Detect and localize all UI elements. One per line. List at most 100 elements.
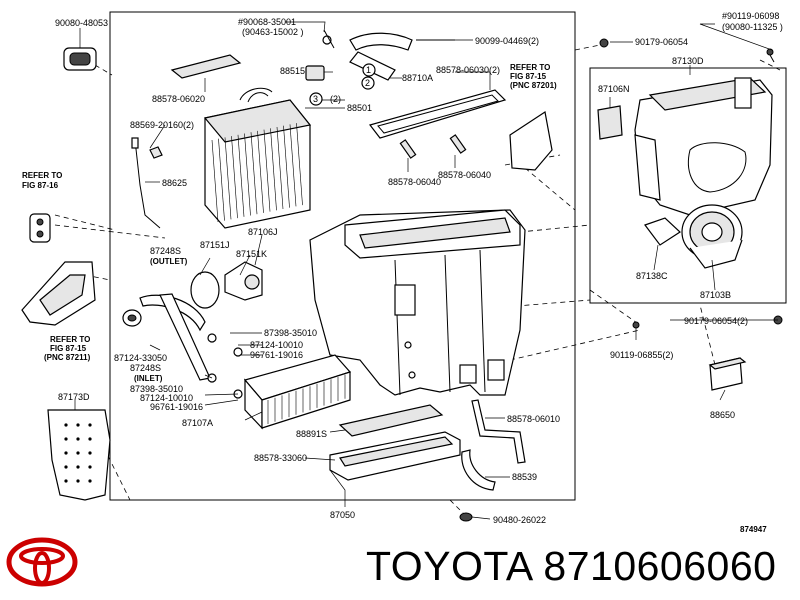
- evaporator-fin: [250, 132, 258, 215]
- main-frame-outline: [109, 11, 576, 501]
- cover-rivet: [88, 437, 92, 441]
- callout-refer-to-87211: REFER TO: [50, 335, 90, 344]
- evaporator-fin: [283, 125, 290, 208]
- heater-core-part: [243, 354, 352, 430]
- leader-lines: [74, 21, 778, 520]
- cover-rivet: [88, 479, 92, 483]
- callout-90068-35001: #90068-35001: [238, 17, 296, 27]
- diagram-id: 874947: [740, 525, 767, 534]
- screw-90119-06098: [766, 48, 775, 63]
- callout-90119-06098: #90119-06098: [722, 11, 779, 21]
- cover-rivet: [76, 437, 80, 441]
- cover-rivet: [64, 437, 68, 441]
- thermistor-harness-part: [131, 137, 163, 229]
- callout-inlet: (INLET): [134, 374, 163, 383]
- cover-rivet: [88, 465, 92, 469]
- callout-88515: 88515: [280, 66, 305, 76]
- marker-2: 2: [361, 76, 375, 90]
- marker-1: 1: [362, 63, 376, 77]
- blower-resistor-part: [644, 217, 681, 246]
- evaporator-fin: [270, 128, 277, 211]
- screw-90179-06054: [599, 38, 609, 48]
- callout-88891s: 88891S: [296, 429, 327, 439]
- evaporator-fin: [218, 138, 225, 221]
- cover-rivet: [76, 479, 80, 483]
- drain-pan-part: [329, 431, 461, 481]
- evaporator-fin: [231, 136, 238, 219]
- callout-87138c: 87138C: [636, 271, 668, 281]
- callout-87151k: 87151K: [236, 249, 267, 259]
- callout-88578-06040-b: 88578-06040: [438, 170, 491, 180]
- drain-hose-part: [459, 399, 526, 522]
- drain-plate-part: [338, 404, 444, 437]
- callout-marker-qty: (2): [330, 94, 341, 104]
- hose-clamps-part: [207, 333, 243, 399]
- callout-fig-87-16: FIG 87-16: [22, 181, 59, 190]
- brand-part-number: TOYOTA 8710606060: [366, 543, 777, 589]
- callout-90119-06855: 90119-06855(2): [610, 350, 673, 360]
- callout-87106j: 87106J: [248, 227, 278, 237]
- callout-87248s-inlet: 87248S: [130, 363, 161, 373]
- evaporator-fin: [263, 129, 271, 212]
- evaporator-fin: [257, 130, 264, 213]
- blower-frame-outline: [589, 67, 787, 304]
- callout-96761-19016-a: 96761-19016: [250, 350, 303, 360]
- cover-rivet: [88, 451, 92, 455]
- marker-1-label: 1: [366, 65, 371, 75]
- marker-2-label: 2: [365, 78, 370, 88]
- seal-strip-left: [399, 139, 417, 159]
- callout-pnc-87201: (PNC 87201): [510, 81, 557, 90]
- cover-rivet: [76, 465, 80, 469]
- cover-rivet: [76, 423, 80, 427]
- evaporator-part: [203, 87, 312, 229]
- cover-rivet: [64, 451, 68, 455]
- callout-88539: 88539: [512, 472, 537, 482]
- callout-88710a: 88710A: [402, 73, 433, 83]
- callout-90080-48053: 90080-48053: [55, 18, 108, 28]
- callout-90080-11325: (90080-11325 ): [722, 22, 783, 32]
- callout-88578-33060: 88578-33060: [254, 453, 307, 463]
- callout-88578-06040-a: 88578-06040: [388, 177, 441, 187]
- evaporator-fin: [296, 123, 303, 206]
- callout-88650: 88650: [710, 410, 735, 420]
- filter-strip-part: [170, 54, 242, 79]
- callout-refer-to-87201: REFER TO: [510, 63, 550, 72]
- callout-outlet: (OUTLET): [150, 257, 188, 266]
- cover-rivet: [64, 465, 68, 469]
- filter-87106n-part: [597, 105, 623, 140]
- callout-refer-to-87-16: REFER TO: [22, 171, 62, 180]
- callout-87124-10010-a: 87124-10010: [250, 340, 303, 350]
- callout-87124-10010-b: 87124-10010: [140, 393, 193, 403]
- callout-88625: 88625: [162, 178, 187, 188]
- callout-87151j: 87151J: [200, 240, 230, 250]
- evaporator-fin: [224, 137, 232, 220]
- callout-87248s-outlet: 87248S: [150, 246, 181, 256]
- marker-3-label: 3: [313, 94, 318, 104]
- callout-90099-04469: 90099-04469(2): [475, 36, 539, 46]
- callout-87398-35010-a: 87398-35010: [264, 328, 317, 338]
- callout-88569-20160: 88569-20160(2): [130, 120, 194, 130]
- screw-90119-06855: [632, 321, 640, 329]
- callout-96761-19016-b: 96761-19016: [150, 402, 203, 412]
- evaporator-fin: [237, 134, 245, 217]
- callout-88501: 88501: [347, 103, 372, 113]
- cover-rivet: [64, 479, 68, 483]
- toyota-emblem-icon: [6, 537, 78, 587]
- callout-90463-15002: (90463-15002 ): [242, 27, 304, 37]
- callout-90480-26022: 90480-26022: [493, 515, 546, 525]
- callout-pnc-87211: (PNC 87211): [44, 353, 91, 362]
- callout-90179-06054-2: 90179-06054(2): [684, 316, 748, 326]
- marker-3: 3: [309, 92, 323, 106]
- side-cover-part: [47, 409, 111, 501]
- callout-87398-35010-b: 87398-35010: [130, 384, 183, 394]
- callout-labels: 90080-48053 #90068-35001 (90463-15002 ) …: [22, 11, 783, 534]
- rear-duct-part: [509, 111, 553, 171]
- cover-rivet: [64, 423, 68, 427]
- heater-case-part: [309, 209, 526, 396]
- callout-88578-06020: 88578-06020: [152, 94, 205, 104]
- blower-motor-part: [681, 204, 743, 269]
- callout-88578-06010: 88578-06010: [507, 414, 560, 424]
- evaporator-fin: [211, 139, 219, 223]
- seal-pad-part: [63, 47, 97, 71]
- side-pad-part: [29, 213, 51, 243]
